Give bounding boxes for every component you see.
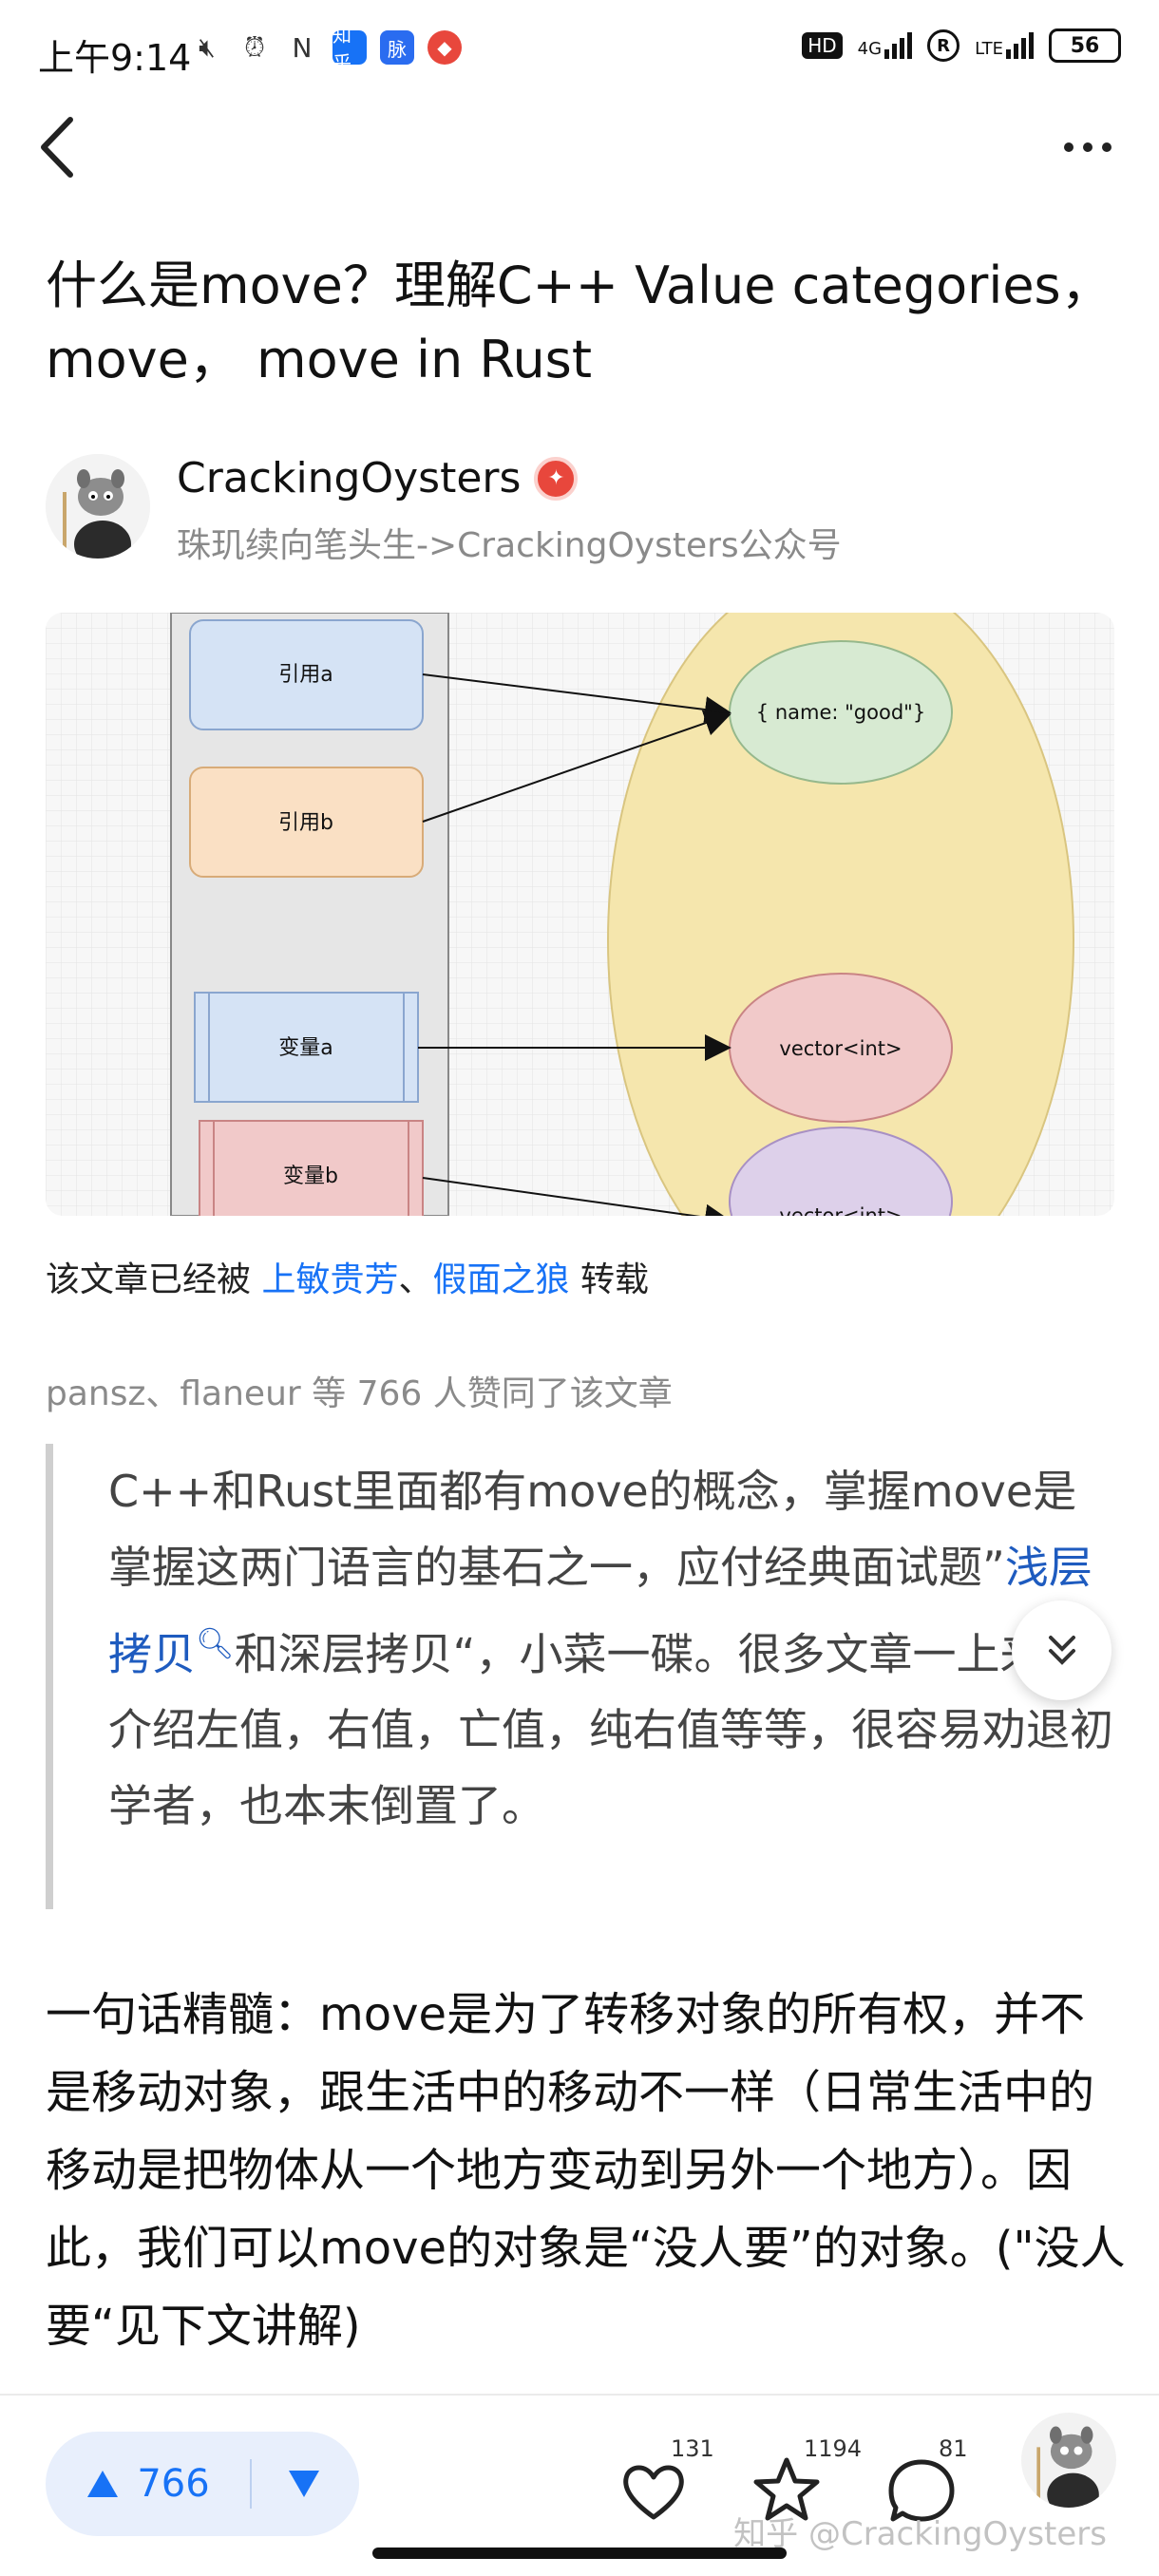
mute-icon: 🔇︎ — [199, 31, 216, 63]
diagram-object-vector-2: vector<int> — [779, 1204, 902, 1216]
status-system-icons: HD 4G R LTE 56 — [802, 28, 1121, 63]
diagram-ref-a: 引用a — [278, 663, 332, 687]
hd-icon: HD — [802, 32, 843, 59]
repost-user-link[interactable]: 上敏贵芳 — [261, 1260, 399, 1299]
diagram-var-a: 变量a — [278, 1036, 332, 1060]
diagram-var-b: 变量b — [283, 1165, 338, 1188]
status-time: 上午9:14 — [38, 37, 192, 79]
comment-count: 81 — [939, 2435, 968, 2462]
battery-icon: 56 — [1049, 28, 1121, 63]
vote-group: 766 — [46, 2432, 359, 2536]
article-cover-diagram[interactable]: 引用a 引用b 变量a 变量b { name: "good"} vector<i… — [46, 613, 1114, 1216]
more-dots-icon[interactable] — [1054, 119, 1121, 176]
author-bio: 珠玑续向笔头生->CrackingOysters公众号 — [177, 526, 842, 565]
diagram-object-good: { name: "good"} — [756, 701, 925, 724]
expand-down-button[interactable] — [1012, 1601, 1112, 1700]
home-indicator[interactable] — [372, 2548, 787, 2559]
repost-user-link[interactable]: 假面之狼 — [432, 1260, 570, 1299]
upvote-count: 766 — [137, 2462, 210, 2506]
repost-separator: 、 — [398, 1260, 433, 1299]
registered-icon: R — [927, 29, 960, 62]
author-name-row[interactable]: CrackingOysters ✦ — [177, 454, 579, 502]
alarm-icon: ⏰︎ — [244, 31, 265, 63]
bottom-action-bar: 766 131 1194 81 知乎 @CrackingOysters — [0, 2394, 1159, 2576]
like-count: 131 — [671, 2435, 714, 2462]
user-avatar[interactable] — [1021, 2413, 1116, 2508]
signal-4g-icon: 4G — [858, 32, 913, 59]
watermark: 知乎 @CrackingOysters — [733, 2515, 1107, 2553]
maimai-app-icon: 脉 — [380, 30, 414, 65]
nfc-icon: N — [292, 31, 313, 64]
quote-part-2: 和深层拷贝“，小菜一碟。很多文章一上来就介绍左值，右值，亡值，纯右值等等，很容易… — [108, 1628, 1113, 1832]
downvote-button[interactable] — [252, 2432, 356, 2536]
comment-button[interactable]: 81 — [884, 2434, 978, 2538]
diagram-object-vector-1: vector<int> — [779, 1037, 902, 1060]
status-app-icons: 🔇︎ ⏰︎ N 知乎脉 ◆ — [190, 24, 462, 74]
favorite-count: 1194 — [804, 2435, 863, 2462]
article-quote: C++和Rust里面都有move的概念，掌握move是掌握这两门语言的基石之一，… — [46, 1444, 1119, 1909]
quote-part-1: C++和Rust里面都有move的概念，掌握move是掌握这两门语言的基石之一，… — [108, 1466, 1077, 1593]
likes-summary[interactable]: pansz、flaneur 等 766 人赞同了该文章 — [46, 1374, 673, 1413]
search-icon[interactable]: 🔍︎ — [196, 1625, 235, 1661]
signal-lte-icon: LTE — [975, 32, 1034, 59]
author-name[interactable]: CrackingOysters — [177, 454, 522, 502]
triangle-down-icon — [289, 2471, 319, 2497]
keyword-link[interactable]: 浅层拷贝 — [108, 1542, 1092, 1680]
diagram-ref-b: 引用b — [278, 811, 333, 835]
status-bar: 上午9:14 🔇︎ ⏰︎ N 知乎脉 ◆ HD 4G R LTE 56 — [0, 0, 1159, 104]
triangle-up-icon — [87, 2471, 119, 2497]
article-title: 什么是move？理解C++ Value categories，move， mov… — [46, 256, 1112, 389]
upvote-button[interactable]: 766 — [46, 2432, 250, 2536]
article-paragraph: 一句话精髓：move是为了转移对象的所有权，并不是移动对象，跟生活中的移动不一样… — [46, 1988, 1126, 2353]
certified-badge-icon: ✦ — [534, 456, 579, 501]
quote-text: C++和Rust里面都有move的概念，掌握move是掌握这两门语言的基石之一，… — [108, 1453, 1115, 1844]
comment-bubble-icon — [888, 2459, 955, 2522]
author-avatar[interactable] — [46, 454, 150, 559]
like-button[interactable]: 131 — [616, 2434, 714, 2538]
repost-prefix: 该文章已经被 — [46, 1260, 252, 1299]
heart-icon — [623, 2465, 684, 2520]
vote-divider — [250, 2459, 252, 2509]
double-chevron-down-icon — [1048, 1635, 1075, 1665]
back-chevron-icon[interactable] — [38, 109, 95, 185]
bank-app-icon: ◆ — [428, 30, 462, 65]
repost-suffix: 转载 — [580, 1260, 649, 1299]
zhihu-app-icon: 知乎 — [332, 24, 367, 74]
favorite-button[interactable]: 1194 — [749, 2434, 862, 2538]
repost-info: 该文章已经被 上敏贵芳、假面之狼 转载 — [46, 1252, 649, 1301]
star-icon — [753, 2457, 820, 2521]
